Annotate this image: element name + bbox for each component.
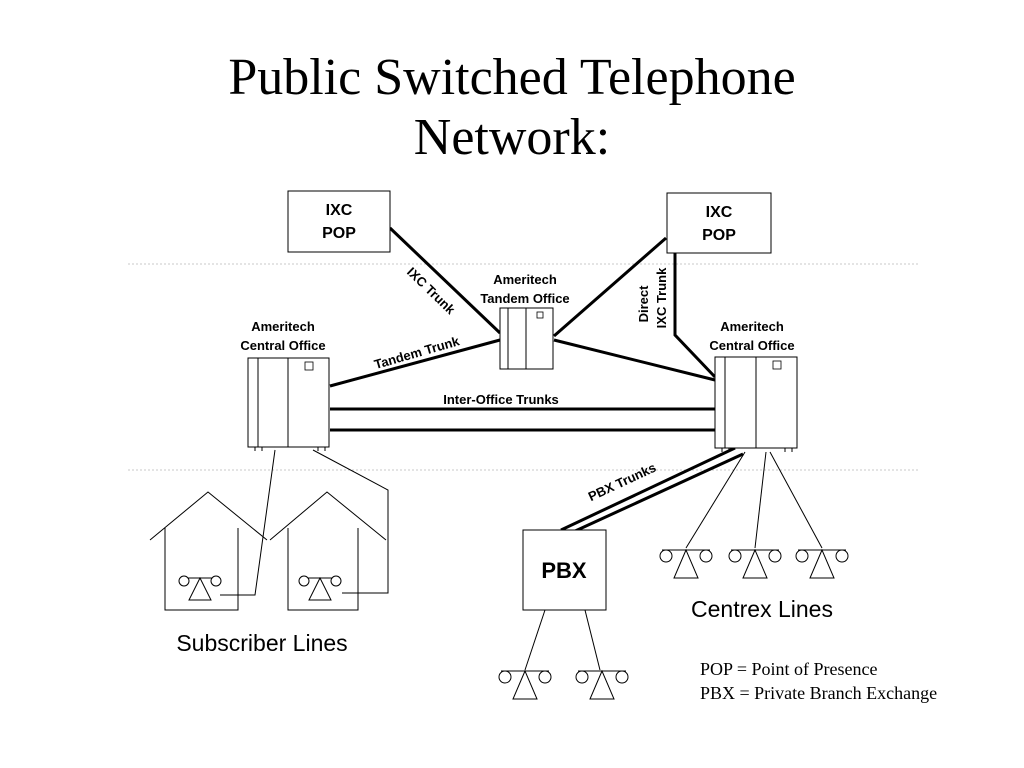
central-office-right-label-1: Ameritech (720, 319, 784, 334)
tandem-office-label-2: Tandem Office (480, 291, 569, 306)
subscriber-phone-1 (178, 575, 222, 601)
pbx-phone-2 (575, 669, 629, 700)
ixc-pop-left-line2: POP (322, 225, 356, 242)
subscriber-lines-caption: Subscriber Lines (176, 630, 347, 656)
centrex-phone-1 (659, 548, 713, 579)
central-office-left-label-1: Ameritech (251, 319, 315, 334)
tandem-to-co-right-line (553, 338, 716, 382)
title-line-2: Network: (413, 109, 611, 166)
central-office-left-label-2: Central Office (240, 338, 325, 353)
centrex-lines-caption: Centrex Lines (691, 596, 833, 622)
centrex-line-wires (685, 451, 823, 549)
ixc-pop-right-line1: IXC (706, 204, 733, 221)
central-office-left: Ameritech Central Office (240, 319, 330, 451)
title-line-1: Public Switched Telephone (228, 49, 796, 106)
pbx-phone-1 (498, 669, 552, 700)
inter-office-trunk-lines (330, 407, 715, 432)
subscriber-phone-2 (298, 575, 342, 601)
direct-ixc-trunk-line (673, 252, 717, 379)
direct-ixc-trunk-label-1: Direct (636, 285, 651, 323)
ixc-pop-right-line2: POP (702, 227, 736, 244)
tandem-to-ixc-right-line (553, 236, 667, 338)
inter-office-trunks-label: Inter-Office Trunks (443, 392, 559, 407)
central-office-right-label-2: Central Office (709, 338, 794, 353)
centrex-phone-3 (795, 548, 849, 579)
central-office-right: Ameritech Central Office (709, 319, 798, 452)
centrex-phone-2 (728, 548, 782, 579)
direct-ixc-trunk-label-2: IXC Trunk (654, 267, 669, 328)
ixc-pop-left: IXC POP (287, 190, 391, 253)
pbx-label: PBX (541, 558, 587, 583)
tandem-office: Ameritech Tandem Office (480, 272, 570, 370)
legend-pbx: PBX = Private Branch Exchange (700, 683, 937, 703)
tandem-office-label-1: Ameritech (493, 272, 557, 287)
subscriber-line-2 (312, 449, 389, 594)
house-1 (149, 491, 268, 611)
subscriber-line-1 (220, 449, 276, 596)
pbx-trunk-lines (560, 446, 744, 534)
ixc-trunk-line (388, 226, 502, 335)
ixc-pop-left-line1: IXC (326, 202, 353, 219)
page-title: Public Switched Telephone Network: (0, 48, 1024, 168)
pbx-box: PBX (522, 529, 607, 611)
pbx-extension-wires (524, 609, 601, 671)
house-2 (269, 491, 387, 611)
ixc-pop-right: IXC POP (666, 192, 772, 254)
ixc-trunk-label: IXC Trunk (404, 264, 459, 317)
legend-pop: POP = Point of Presence (700, 659, 877, 679)
tandem-trunk-line (329, 338, 501, 388)
